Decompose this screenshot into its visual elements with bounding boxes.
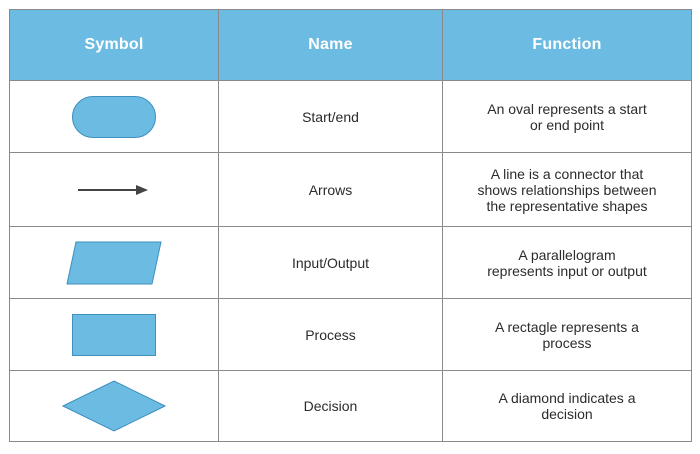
function-cell: A parallelogram represents input or outp… <box>442 226 692 299</box>
table-row: Decision A diamond indicates a decision <box>9 370 692 442</box>
function-cell: A diamond indicates a decision <box>442 370 692 442</box>
symbol-cell <box>9 370 219 442</box>
name-cell: Input/Output <box>218 226 443 299</box>
symbol-cell <box>9 152 219 227</box>
name-cell: Arrows <box>218 152 443 227</box>
table-row: Process A rectagle represents a process <box>9 298 692 371</box>
function-line: decision <box>541 406 593 422</box>
function-cell: A rectagle represents a process <box>442 298 692 371</box>
function-cell: A line is a connector that shows relatio… <box>442 152 692 227</box>
function-line: A diamond indicates a <box>498 390 636 406</box>
symbol-cell <box>9 80 219 153</box>
name-cell: Start/end <box>218 80 443 153</box>
diamond-shape-icon <box>62 380 166 432</box>
table-row: Input/Output A parallelogram represents … <box>9 226 692 299</box>
function-text: A diamond indicates a decision <box>472 390 662 422</box>
function-line: process <box>542 334 592 351</box>
function-line: A rectagle represents a <box>495 318 639 335</box>
function-text: A line is a connector that shows relatio… <box>472 166 662 214</box>
table-row: Arrows A line is a connector that shows … <box>9 152 692 227</box>
name-column-header: Name <box>218 9 443 81</box>
function-text: A parallelogram represents input or outp… <box>472 247 662 279</box>
name-cell: Decision <box>218 370 443 442</box>
function-cell: An oval represents a start or end point <box>442 80 692 153</box>
function-line: shows relationships between <box>477 181 657 198</box>
parallelogram-shape-icon <box>66 241 162 284</box>
symbol-cell <box>9 226 219 299</box>
function-line: the representative shapes <box>486 197 648 214</box>
symbol-column-header: Symbol <box>9 9 219 81</box>
arrow-shape-icon <box>78 184 148 195</box>
function-column-header: Function <box>442 9 692 81</box>
function-text: A rectagle represents a process <box>472 319 662 351</box>
symbol-cell <box>9 298 219 371</box>
flowchart-symbols-table: Symbol Name Function Start/end An oval r… <box>9 9 692 442</box>
function-text: An oval represents a start or end point <box>472 101 662 133</box>
function-line: represents input or output <box>487 262 647 279</box>
function-line: An oval represents a start <box>487 100 647 117</box>
oval-shape-icon <box>72 95 156 138</box>
table-row: Start/end An oval represents a start or … <box>9 80 692 153</box>
header-row: Symbol Name Function <box>9 9 692 81</box>
function-line: A parallelogram <box>518 246 616 263</box>
rectangle-shape-icon <box>72 313 156 356</box>
function-line: A line is a connector that <box>490 165 644 182</box>
function-line: or end point <box>530 116 604 133</box>
name-cell: Process <box>218 298 443 371</box>
